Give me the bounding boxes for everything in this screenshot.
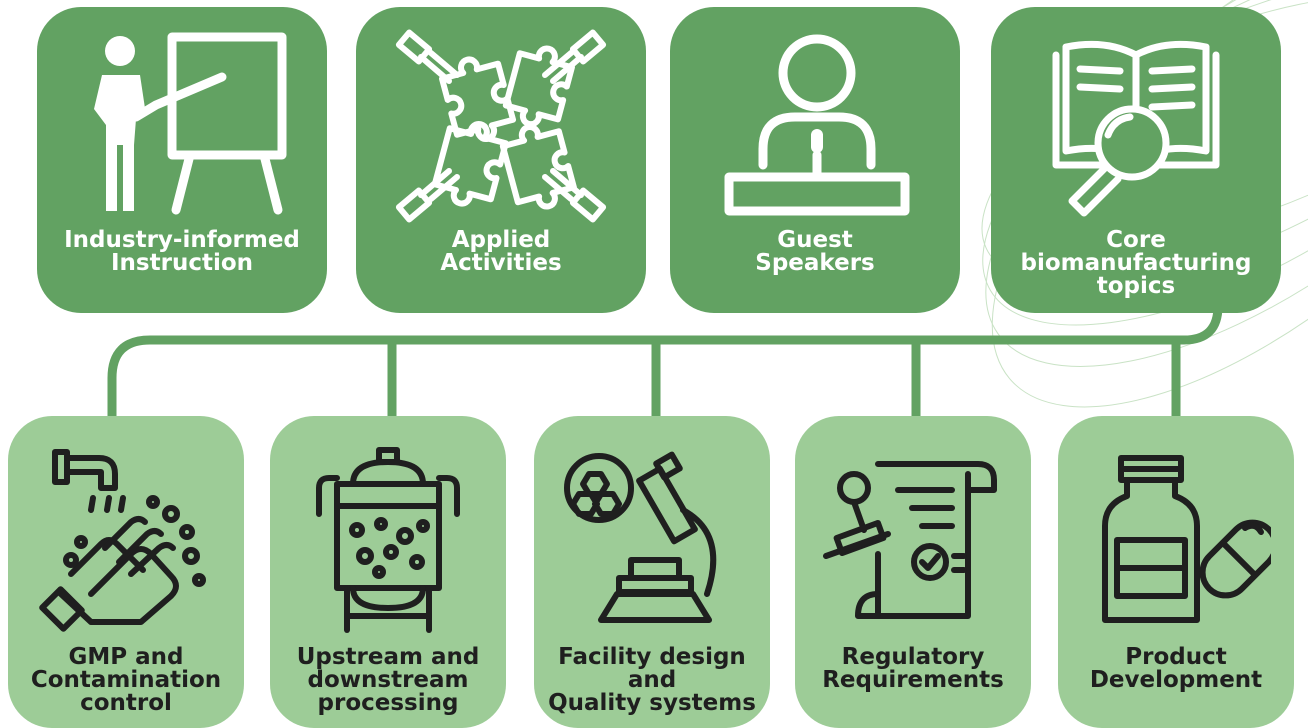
card-label: Guest Speakers — [755, 227, 875, 276]
card-upstream-downstream-processing: Upstream and downstream processing — [270, 416, 506, 728]
card-core-biomanufacturing-topics: Core biomanufacturing topics — [991, 7, 1281, 313]
card-gmp-contamination-control: GMP and Contamination control — [8, 416, 244, 728]
medicine-bottle-pill-icon — [1102, 455, 1271, 623]
microscope-icon — [564, 451, 717, 623]
book-magnifier-icon — [1052, 40, 1220, 217]
regulatory-document-stamp-icon — [823, 461, 997, 619]
card-label: Regulatory Requirements — [822, 644, 1004, 693]
card-label: Product Development — [1089, 644, 1263, 693]
card-label: Facility design and Quality systems — [548, 644, 756, 716]
card-label: Upstream and downstream processing — [296, 644, 480, 716]
connector-main — [107, 301, 1223, 425]
card-facility-design-quality-systems: Facility design and Quality systems — [534, 416, 770, 728]
puzzle-hands-icon — [395, 29, 607, 223]
card-product-development: Product Development — [1058, 416, 1294, 728]
handwashing-icon — [39, 449, 206, 632]
card-label: Applied Activities — [440, 227, 562, 276]
speaker-at-podium-icon — [724, 34, 910, 216]
card-label: Core biomanufacturing topics — [1020, 227, 1252, 299]
card-guest-speakers: Guest Speakers — [670, 7, 960, 313]
card-industry-informed-instruction: Industry-informed Instruction — [37, 7, 327, 313]
card-label: Industry-informed Instruction — [64, 227, 300, 276]
bioreactor-icon — [316, 447, 460, 633]
card-label: GMP and Contamination control — [30, 644, 222, 716]
card-regulatory-requirements: Regulatory Requirements — [795, 416, 1031, 728]
card-applied-activities: Applied Activities — [356, 7, 646, 313]
teacher-at-whiteboard-icon — [94, 32, 287, 215]
